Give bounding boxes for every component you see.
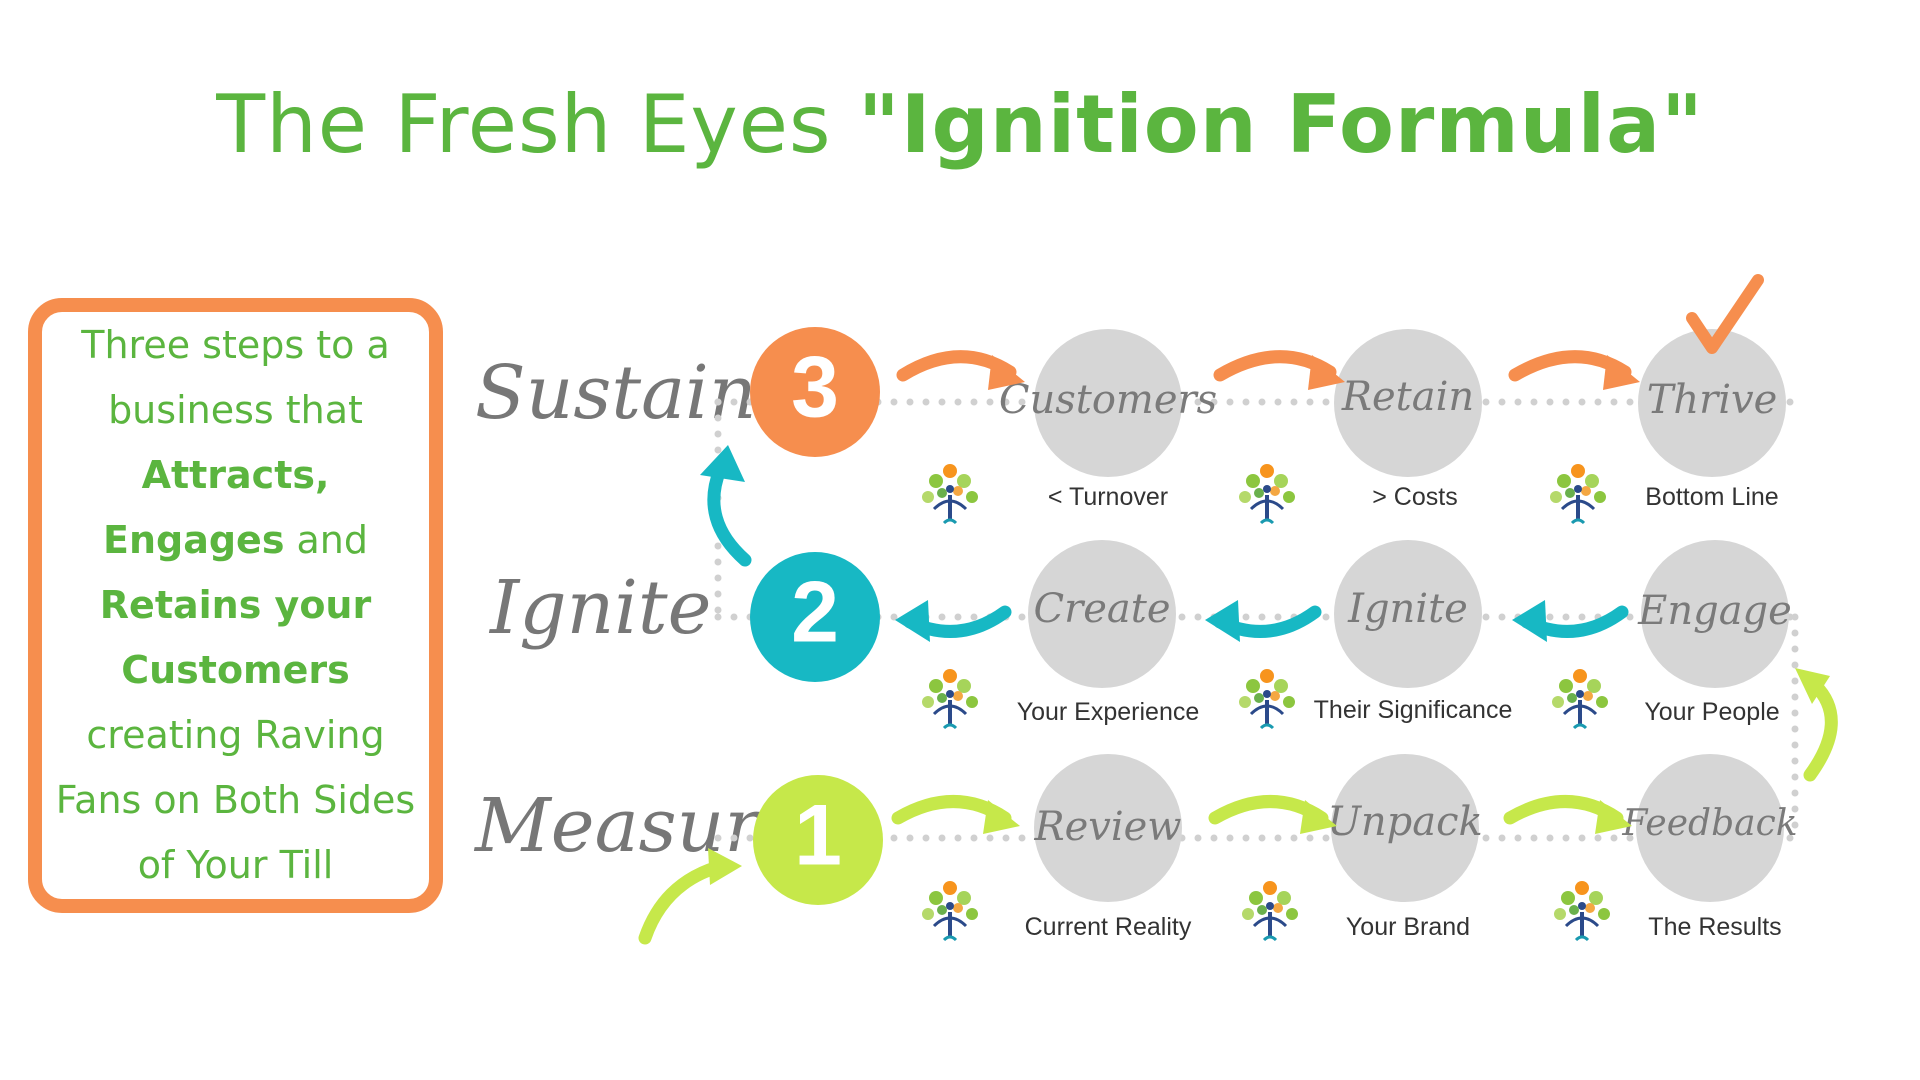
- summary-line-4: Engages and: [103, 508, 368, 573]
- step-sub-customers: < Turnover: [1047, 483, 1169, 511]
- summary-line-7: creating Raving: [86, 713, 385, 757]
- circle-unpack: [1331, 754, 1479, 902]
- tree-person-icon: [920, 879, 980, 942]
- summary-line-5: Retains your: [99, 583, 372, 627]
- tree-person-icon: [920, 667, 980, 730]
- arrow-2-to-3: [707, 463, 752, 567]
- summary-line-6: Customers: [121, 648, 350, 692]
- circle-engage: [1641, 540, 1789, 688]
- summary-line-9: of Your Till: [137, 843, 334, 887]
- arrowheads-row-1: [983, 800, 1632, 834]
- row-label-measure: Measure: [475, 783, 804, 869]
- step-name-thrive: Thrive: [1647, 377, 1778, 423]
- badge-3: 3: [750, 327, 880, 457]
- arrowhead-entry-to-1: [708, 848, 742, 885]
- tree-person-icon: [920, 462, 980, 525]
- summary-and: and: [284, 518, 369, 562]
- summary-line-2: business that: [108, 388, 363, 432]
- summary-line-8: Fans on Both Sides: [55, 778, 416, 822]
- step-sub-ignite: Their Significance: [1313, 696, 1513, 724]
- row-label-sustain: Sustain: [475, 350, 757, 436]
- summary-box: Three steps to a business that Attracts,…: [28, 298, 443, 913]
- badge-number-3: 3: [791, 340, 839, 436]
- circle-customers: [1034, 329, 1182, 477]
- page-title: The Fresh Eyes "Ignition Formula": [0, 78, 1920, 171]
- step-name-review: Review: [1033, 804, 1181, 850]
- arrow-feedback-to-engage: [1803, 678, 1838, 782]
- step-sub-thrive: Bottom Line: [1645, 483, 1779, 511]
- arrowhead-feedback-to-engage: [1795, 668, 1830, 704]
- circle-feedback: [1636, 754, 1784, 902]
- title-part-1: The Fresh Eyes: [216, 78, 859, 171]
- step-sub-unpack: Your Brand: [1345, 913, 1471, 941]
- step-sub-create: Your Experience: [1016, 698, 1200, 726]
- circle-thrive: [1638, 329, 1786, 477]
- circle-review: [1034, 754, 1182, 902]
- row-label-ignite: Ignite: [490, 565, 712, 651]
- step-sub-retain: > Costs: [1372, 483, 1458, 511]
- summary-engages: Engages: [102, 518, 285, 562]
- step-name-feedback: Feedback: [1621, 803, 1797, 844]
- circle-create: [1028, 540, 1176, 688]
- step-sub-engage: Your People: [1644, 698, 1780, 726]
- badge-number-1: 1: [794, 788, 842, 884]
- badge-1: 1: [753, 775, 883, 905]
- step-circles: [1028, 329, 1789, 902]
- circle-retain: [1334, 329, 1482, 477]
- step-sub-review: Current Reality: [1024, 913, 1192, 941]
- badge-number-2: 2: [791, 565, 839, 661]
- arrowheads-row-3: [988, 355, 1640, 390]
- arrowhead-2-to-3: [700, 445, 745, 482]
- tree-person-icon: [1240, 879, 1300, 942]
- title-part-2: "Ignition Formula": [858, 78, 1704, 171]
- step-name-ignite: Ignite: [1347, 586, 1468, 632]
- step-name-customers: Customers: [999, 377, 1217, 423]
- summary-line-3: Attracts,: [141, 453, 330, 497]
- arrowheads-row-2: [895, 600, 1547, 642]
- summary-line-1: Three steps to a: [81, 323, 390, 367]
- checkmark-icon: [1686, 274, 1764, 354]
- badge-2: 2: [750, 552, 880, 682]
- tree-person-icon: [1237, 667, 1297, 730]
- circle-ignite: [1334, 540, 1482, 688]
- step-name-create: Create: [1034, 586, 1171, 632]
- step-name-unpack: Unpack: [1327, 799, 1483, 845]
- step-name-retain: Retain: [1341, 374, 1474, 420]
- step-sub-feedback: The Results: [1648, 913, 1782, 941]
- step-name-engage: Engage: [1637, 588, 1792, 634]
- tree-person-icon: [1237, 462, 1297, 525]
